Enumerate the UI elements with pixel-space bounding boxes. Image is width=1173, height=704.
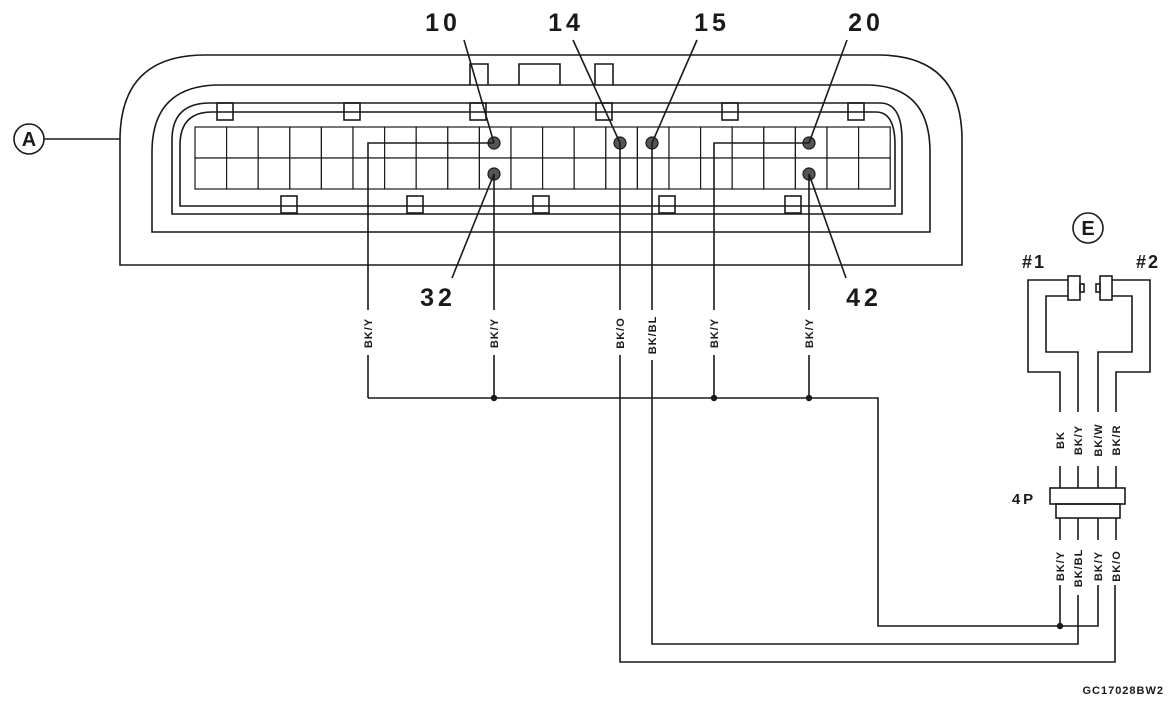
terminal-cell <box>541 126 575 159</box>
terminal-2-label: #2 <box>1136 252 1160 272</box>
joint-connector-lower-half <box>1055 503 1121 519</box>
terminal-cell <box>415 157 449 190</box>
terminal-cell <box>826 126 860 159</box>
splice-node <box>490 394 498 402</box>
terminal-cell <box>668 126 702 159</box>
terminal-cell <box>857 157 891 190</box>
joint-connector-4p: 4P <box>1012 487 1126 540</box>
pin-number-14: 14 <box>548 9 584 37</box>
e-wire-label-2: BK/Y <box>1073 425 1085 455</box>
figure-code: GC17028BW2 <box>1082 685 1164 697</box>
connector-e: E #1 #2 <box>1022 212 1160 488</box>
terminal-cell <box>699 157 733 190</box>
harness-wires <box>367 142 1116 663</box>
terminal-cell <box>826 157 860 190</box>
splice-node <box>805 394 813 402</box>
terminal-cell <box>636 157 670 190</box>
joint-wire-label-2: BK/BL <box>1073 549 1085 588</box>
terminal-cell <box>573 126 607 159</box>
terminal-cell <box>857 126 891 159</box>
joint-connector-upper-half <box>1049 487 1126 505</box>
wire-color-pin-20: BK/Y <box>709 318 721 348</box>
terminal-cell <box>510 126 544 159</box>
terminal-cell <box>384 157 417 190</box>
terminal-cell <box>289 126 322 159</box>
terminal-cell <box>226 157 259 190</box>
terminal-2-body <box>1099 275 1113 301</box>
splice-node <box>1056 622 1064 630</box>
terminal-cell <box>541 157 575 190</box>
callout-a-label: A <box>22 129 36 151</box>
e-wire-label-3: BK/W <box>1093 423 1105 456</box>
callout-e-label: E <box>1081 218 1094 240</box>
terminal-cell <box>447 157 480 190</box>
joint-wire-label-4: BK/O <box>1111 550 1123 582</box>
pin-number-15: 15 <box>694 9 730 37</box>
terminal-cell <box>194 157 228 190</box>
wire-color-pin-15: BK/BL <box>647 316 659 355</box>
e-wire-label-1: BK <box>1055 431 1067 449</box>
wire-color-pin-32: BK/Y <box>489 318 501 348</box>
splice-nodes <box>490 394 1064 630</box>
splice-node <box>710 394 718 402</box>
terminal-cell <box>573 157 607 190</box>
wire-color-pin-42: BK/Y <box>804 318 816 348</box>
terminal-grid <box>194 126 891 190</box>
terminal-cell <box>478 157 512 190</box>
wire-color-pin-14: BK/O <box>615 317 627 349</box>
terminal-cell <box>194 126 228 159</box>
terminal-cell <box>510 157 544 190</box>
terminal-cell <box>257 157 291 190</box>
pin-leaders <box>451 39 848 279</box>
connector-a <box>119 54 963 266</box>
terminal-cell <box>289 157 322 190</box>
pin-number-10: 10 <box>425 9 461 37</box>
joint-wire-label-3: BK/Y <box>1093 551 1105 581</box>
terminal-cell <box>605 157 638 190</box>
terminal-1-label: #1 <box>1022 252 1046 272</box>
terminal-cell <box>763 157 796 190</box>
terminal-cell <box>731 157 765 190</box>
terminal-1-body <box>1067 275 1081 301</box>
callout-a: A <box>13 123 120 155</box>
terminal-2-pin <box>1095 283 1101 293</box>
joint-connector-label: 4P <box>1012 491 1036 508</box>
terminal-cell <box>320 126 354 159</box>
e-wire-label-4: BK/R <box>1111 425 1123 456</box>
terminal-cell <box>794 157 828 190</box>
pin-number-20: 20 <box>848 9 884 37</box>
pin-number-42: 42 <box>846 284 882 312</box>
wire-color-pin-10: BK/Y <box>363 318 375 348</box>
terminal-cell <box>226 126 259 159</box>
joint-wire-label-1: BK/Y <box>1055 551 1067 581</box>
terminal-cell <box>320 157 354 190</box>
terminal-1-pin <box>1079 283 1085 293</box>
terminal-cell <box>257 126 291 159</box>
pin-number-32: 32 <box>420 284 456 312</box>
terminal-cell <box>668 157 702 190</box>
